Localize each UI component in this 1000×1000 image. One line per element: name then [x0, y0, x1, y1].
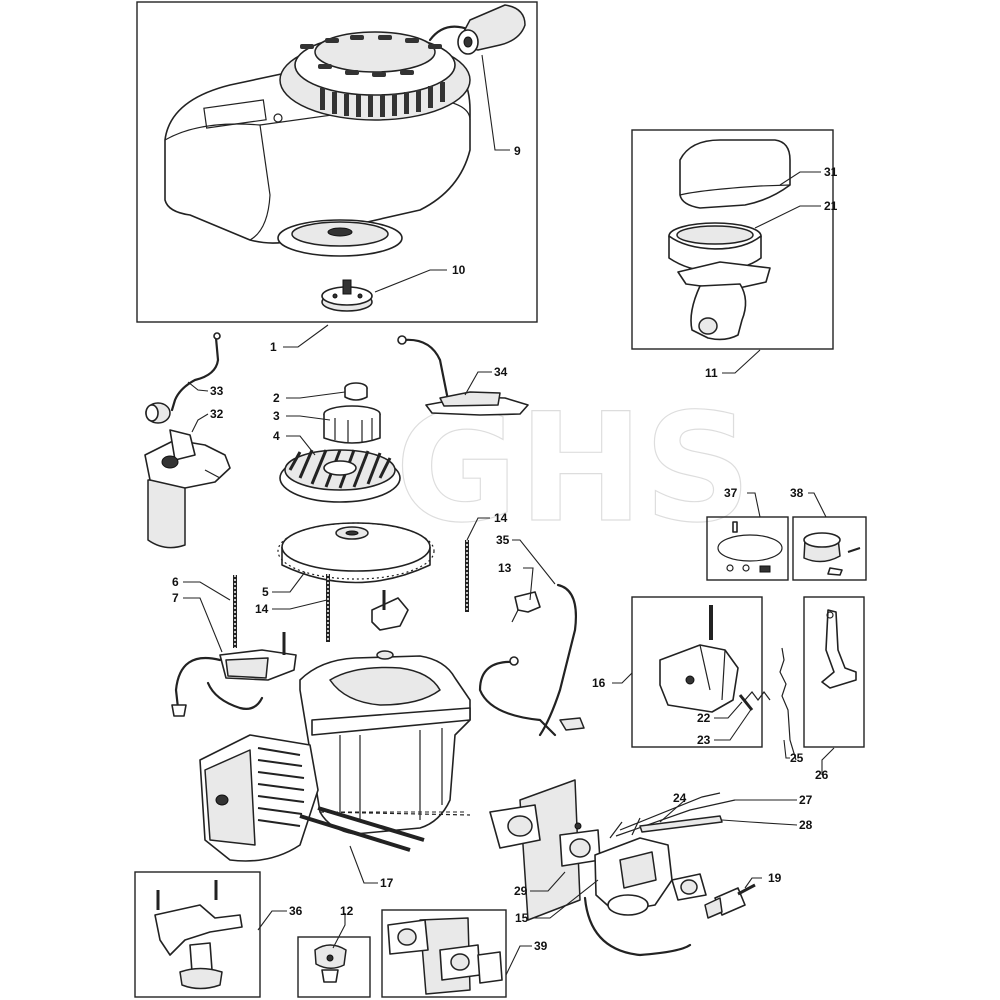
callout-25: 25 — [790, 751, 804, 765]
choke-kit — [154, 880, 243, 990]
adjust-screw — [738, 694, 754, 711]
callout-9: 9 — [514, 144, 521, 158]
callout-13: 13 — [498, 561, 512, 575]
recoil-starter-box — [136, 1, 538, 323]
kit-12-box — [297, 936, 371, 998]
callout-22: 22 — [697, 711, 711, 725]
carb-gasket — [671, 873, 707, 901]
callout-35: 35 — [496, 533, 510, 547]
ignition-coil — [171, 632, 297, 717]
callout-29: 29 — [514, 884, 528, 898]
throttle-lever — [821, 609, 857, 689]
callout-24: 24 — [673, 791, 687, 805]
callout-28: 28 — [799, 818, 813, 832]
flywheel-nut — [344, 382, 368, 401]
governor-arm — [371, 590, 409, 660]
flywheel — [277, 522, 435, 584]
callout-11: 11 — [705, 366, 718, 380]
o-ring-kit — [717, 521, 783, 573]
fuel-line — [583, 896, 692, 957]
kit-12-parts — [314, 944, 347, 983]
starter-motor — [144, 429, 231, 549]
starter-pulley — [323, 405, 381, 444]
callout-7: 7 — [172, 591, 179, 605]
air-filter-cover — [679, 139, 791, 209]
spark-plug-cap-wire — [145, 332, 221, 424]
callout-33: 33 — [210, 384, 224, 398]
callout-15: 15 — [515, 911, 529, 925]
callout-23: 23 — [697, 733, 711, 747]
callout-10: 10 — [452, 263, 466, 277]
callout-27: 27 — [799, 793, 813, 807]
callout-34: 34 — [494, 365, 508, 379]
kit-37-box — [706, 516, 789, 581]
throttle-lever-box — [803, 596, 865, 748]
callout-3: 3 — [273, 409, 280, 423]
callout-26: 26 — [815, 768, 829, 782]
starter-cup — [321, 279, 373, 312]
shaft-key-kit — [803, 532, 861, 576]
callout-14b: 14 — [494, 511, 508, 525]
fuel-valve — [704, 883, 756, 919]
callout-numbers: 1 2 3 4 5 6 7 9 10 11 12 13 14 14 15 16 … — [172, 144, 838, 953]
callout-14a: 14 — [255, 602, 269, 616]
air-filter-base — [677, 261, 771, 341]
callout-1: 1 — [270, 340, 277, 354]
recoil-starter-housing — [164, 31, 471, 257]
cylinder-head — [199, 734, 319, 862]
callout-2: 2 — [273, 391, 280, 405]
carburetor — [594, 817, 673, 916]
switch-bracket — [511, 591, 541, 623]
throttle-rods — [615, 792, 736, 837]
throttle-link-25 — [779, 647, 797, 761]
callout-21: 21 — [824, 199, 838, 213]
callout-17: 17 — [380, 876, 394, 890]
governor-spring — [744, 691, 771, 701]
wiring-harness — [478, 583, 585, 737]
callout-36: 36 — [289, 904, 303, 918]
callout-31: 31 — [824, 165, 838, 179]
choke-kit-box — [134, 871, 261, 998]
kit-38-box — [792, 516, 867, 581]
head-bolts — [299, 806, 465, 852]
callout-12: 12 — [340, 904, 354, 918]
air-filter-box — [631, 129, 834, 350]
callout-39: 39 — [534, 939, 548, 953]
gasket-kit — [387, 917, 503, 995]
kill-switch-wire — [397, 335, 529, 416]
starter-grip-handle — [428, 4, 526, 55]
callout-16: 16 — [592, 676, 606, 690]
callout-6: 6 — [172, 575, 179, 589]
gasket-kit-box — [381, 909, 507, 998]
governor-plate — [659, 605, 739, 713]
engine-block — [299, 655, 471, 835]
callout-5: 5 — [262, 585, 269, 599]
callout-38: 38 — [790, 486, 804, 500]
callout-4: 4 — [273, 429, 280, 443]
air-filter-element — [668, 222, 762, 272]
cooling-fan — [279, 449, 401, 503]
callout-37: 37 — [724, 486, 738, 500]
callout-32: 32 — [210, 407, 224, 421]
governor-box — [631, 596, 763, 748]
leader-lines — [183, 54, 835, 976]
intake-gasket-set — [489, 779, 601, 921]
callout-19: 19 — [768, 871, 782, 885]
